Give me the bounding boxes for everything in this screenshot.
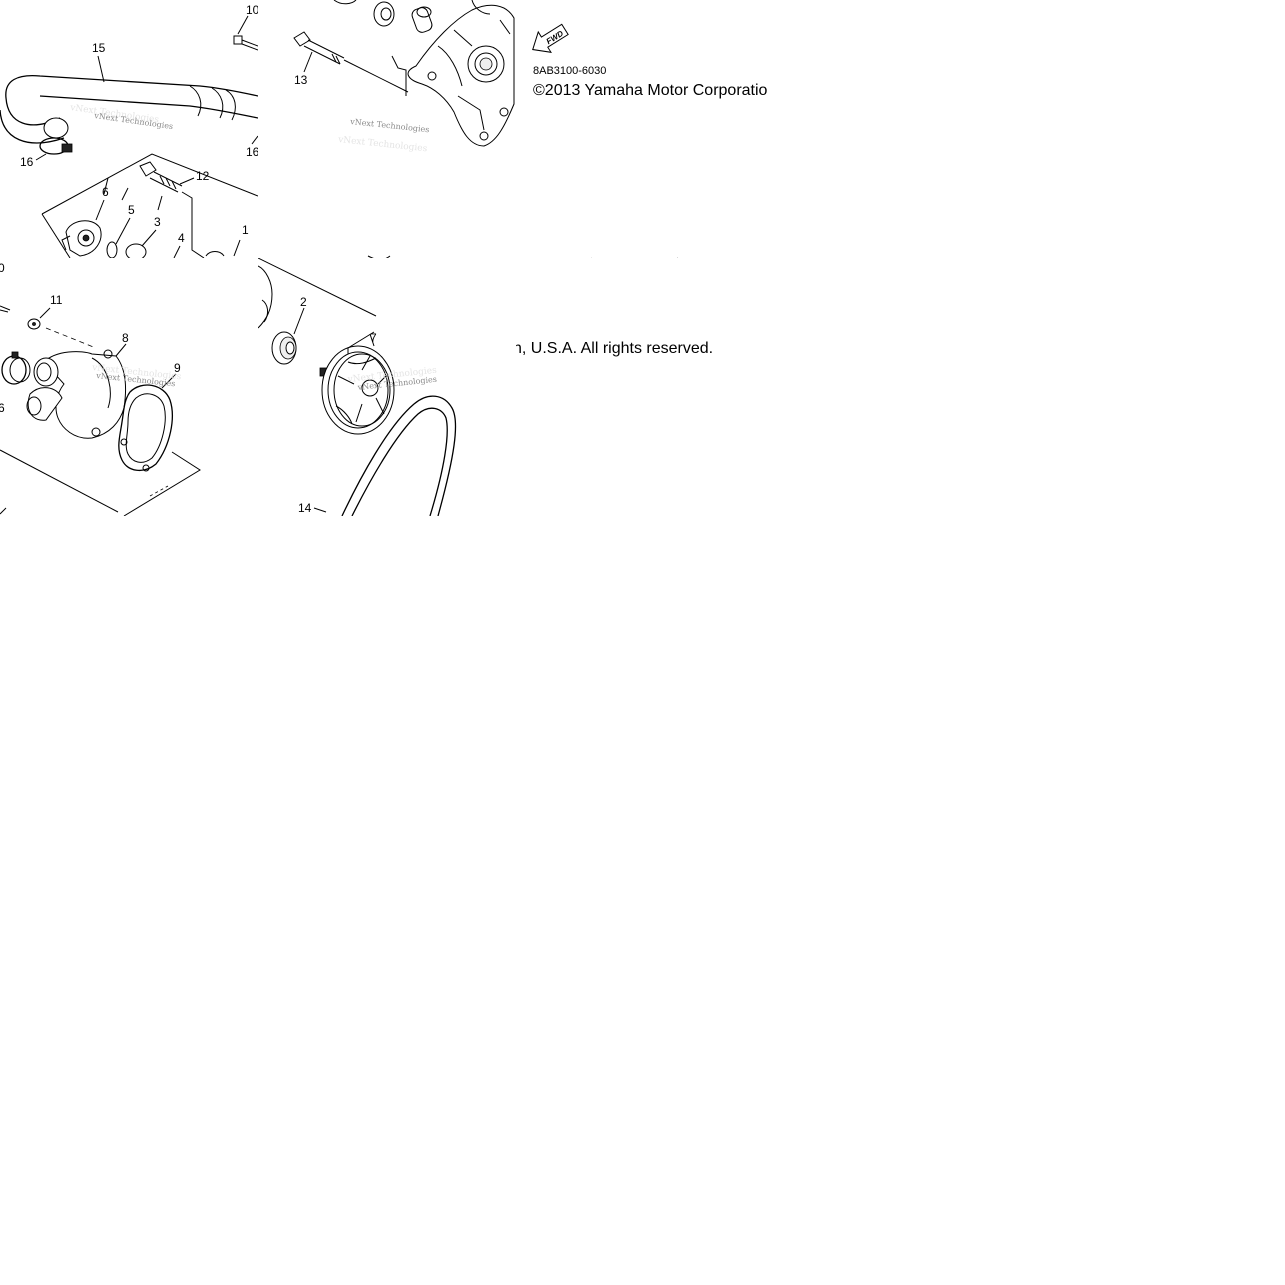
fwd-arrow-icon: FWD bbox=[532, 23, 569, 53]
pump-cover-part-8 bbox=[26, 343, 127, 439]
watermark-text-b: vNext Technologies bbox=[349, 117, 430, 134]
assembly-line-bottom bbox=[0, 449, 119, 513]
callout-3: 3 bbox=[154, 215, 161, 229]
callout-7: 7 bbox=[370, 331, 377, 345]
callout-4: 4 bbox=[178, 231, 185, 245]
assembly-line-corner bbox=[123, 451, 201, 516]
tile-copyright-fragment: n, U.S.A. All rights reserved. bbox=[516, 258, 774, 516]
callout-10-partial: 0 bbox=[0, 261, 5, 275]
callout-13: 13 bbox=[294, 73, 308, 87]
callout-9: 9 bbox=[174, 361, 181, 375]
pulley-part-7 bbox=[319, 331, 395, 435]
assembly-line-top bbox=[258, 258, 377, 317]
washer-part-5 bbox=[106, 241, 118, 258]
callout-6: 6 bbox=[102, 185, 109, 199]
gasket-part-9 bbox=[118, 373, 177, 472]
callout-15: 15 bbox=[92, 41, 106, 55]
callout-2: 2 bbox=[300, 295, 307, 309]
callout-8: 8 bbox=[122, 331, 129, 345]
hose-part-15 bbox=[0, 74, 258, 144]
hose-section-drawing: vNext Technologies vNext Technologies 15… bbox=[0, 3, 258, 258]
callout-12: 12 bbox=[196, 169, 210, 183]
clamp-part-16 bbox=[35, 137, 73, 161]
washer-part-11 bbox=[27, 307, 51, 330]
copyright-line-2: n, U.S.A. All rights reserved. bbox=[516, 340, 714, 357]
assembly-line-13 bbox=[343, 59, 409, 93]
pump-assembly-outline bbox=[41, 153, 258, 258]
pulley-section-drawing: vNext Technologies vNext Technologies 2 … bbox=[258, 258, 457, 516]
bolt-part-13 bbox=[293, 31, 345, 73]
clamp-part-16-lower bbox=[1, 351, 31, 385]
callout-10: 10 bbox=[246, 3, 258, 17]
cover-section-drawing: vNext Technologies vNext Technologies 0 … bbox=[0, 261, 201, 516]
belt-fragment-top bbox=[591, 257, 678, 258]
seal-part-6 bbox=[61, 220, 102, 257]
cover-fragment-inner bbox=[261, 299, 269, 323]
assembly-line-edge bbox=[0, 507, 7, 515]
belt-part-14 bbox=[341, 395, 457, 516]
tile-cover-section: vNext Technologies vNext Technologies 0 … bbox=[0, 258, 258, 516]
part-code-label: 8AB3100-6030 bbox=[533, 65, 607, 77]
tile-hose-section: vNext Technologies vNext Technologies 15… bbox=[0, 0, 258, 258]
tile-housing-section: vNext Technologies vNext Technologies 13 bbox=[258, 0, 516, 258]
guide-line-11 bbox=[45, 327, 97, 349]
bolt-part-10 bbox=[233, 15, 258, 51]
callout-5: 5 bbox=[128, 203, 135, 217]
callout-11: 11 bbox=[50, 293, 63, 307]
callout-16b: 16 bbox=[246, 145, 258, 159]
assembly-bracket bbox=[391, 55, 407, 96]
bolt-part-12 bbox=[139, 161, 195, 193]
callout-14: 14 bbox=[298, 501, 312, 515]
assembly-line-lower bbox=[367, 255, 391, 258]
callout-1: 1 bbox=[242, 223, 249, 237]
tile-pulley-section: vNext Technologies vNext Technologies 2 … bbox=[258, 258, 516, 516]
tile-info-section: FWD 8AB3100-6030 ©2013 Yamaha Motor Corp… bbox=[516, 0, 774, 258]
washer-part-3 bbox=[125, 243, 147, 258]
callout-16: 16 bbox=[20, 155, 34, 169]
watermark-ghost-b: vNext Technologies bbox=[337, 135, 428, 154]
housing-section-drawing: vNext Technologies vNext Technologies 13 bbox=[293, 0, 515, 258]
bearing-part-2 bbox=[271, 307, 305, 365]
fwd-arrow-group: FWD bbox=[532, 23, 569, 53]
shaft-part-1 bbox=[205, 251, 225, 257]
pump-housing bbox=[407, 0, 515, 147]
callout-16-partial: 6 bbox=[0, 401, 5, 415]
cover-fragment bbox=[258, 265, 273, 329]
bolt-fragment-10 bbox=[0, 305, 11, 313]
bearing-parts-top bbox=[333, 0, 433, 33]
copyright-line-1: ©2013 Yamaha Motor Corporatio bbox=[533, 82, 768, 99]
